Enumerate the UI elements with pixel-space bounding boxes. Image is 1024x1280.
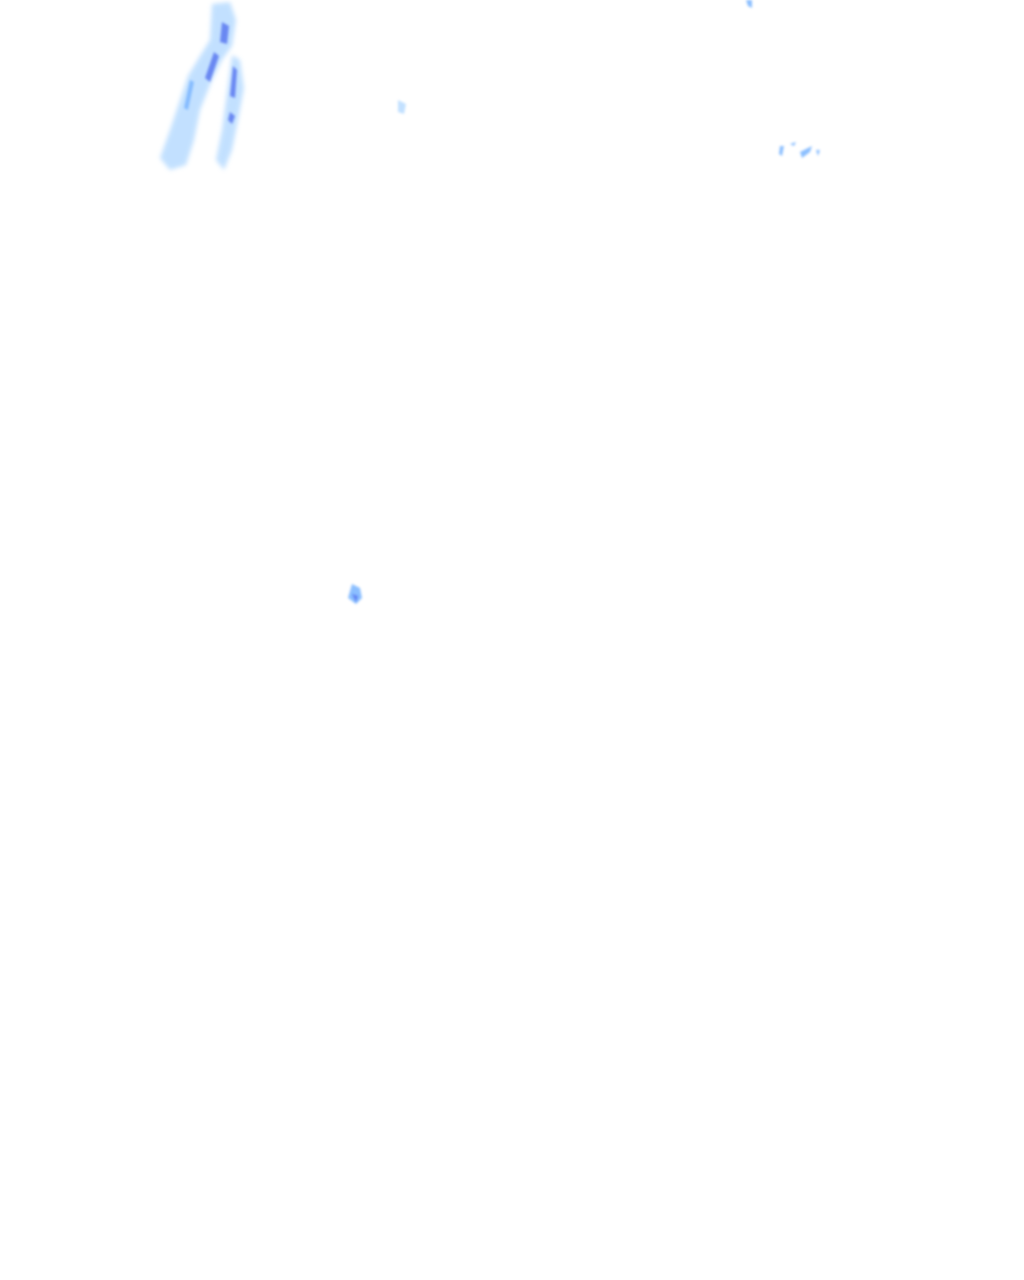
precipitation-cell-central xyxy=(348,584,362,604)
precipitation-cell-northwest xyxy=(160,2,244,170)
precipitation-cell-northeast xyxy=(746,0,820,158)
precipitation-cell-small-center xyxy=(398,100,406,114)
